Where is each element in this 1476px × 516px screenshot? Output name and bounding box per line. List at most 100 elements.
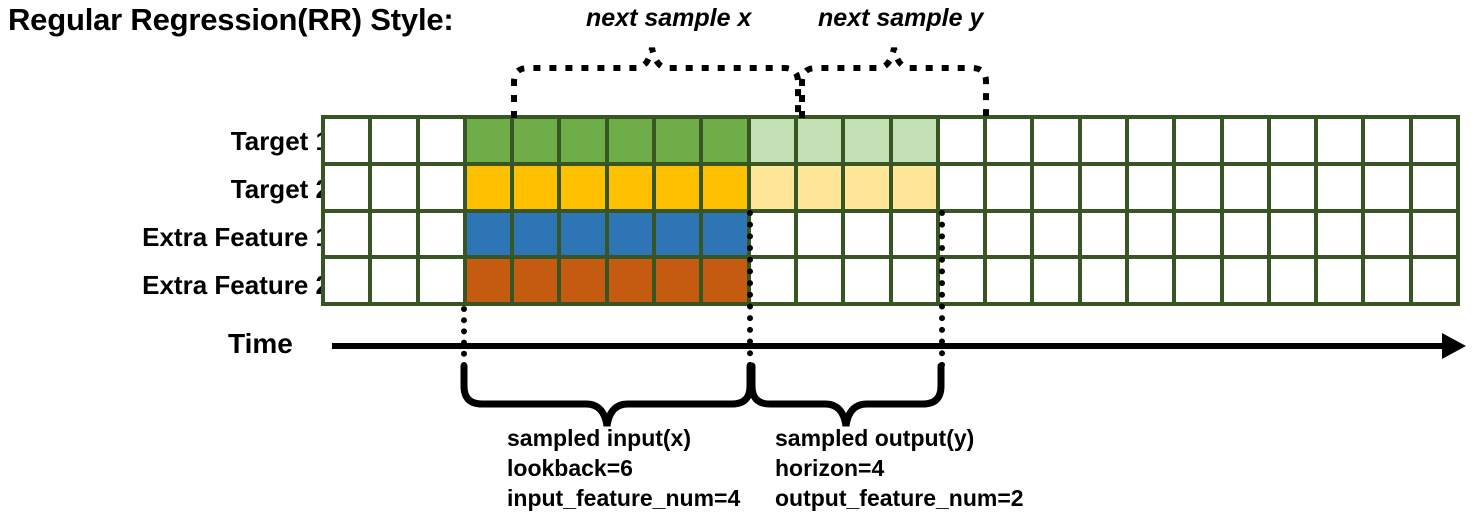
grid-cell-r2-c2 xyxy=(372,165,416,209)
grid-cell-r1-c20 xyxy=(1223,119,1267,162)
grid-cell-r4-c11 xyxy=(797,259,842,302)
grid-cell-r3-c12 xyxy=(845,212,889,256)
grid-cell-r3-c21 xyxy=(1270,212,1315,256)
row-label-extra-feature-2: Extra Feature 2 xyxy=(142,270,330,300)
timeseries-grid xyxy=(321,115,1460,306)
grid-cell-r4-c6 xyxy=(561,259,605,302)
grid-cell-r3-c4 xyxy=(466,212,511,256)
grid-cell-r3-c17 xyxy=(1081,212,1125,256)
grid-cell-r1-c17 xyxy=(1081,119,1125,162)
grid-cell-r2-c10 xyxy=(750,165,794,209)
caption-sampled-input-line-1: sampled input(x) xyxy=(507,425,692,451)
grid-cell-r1-c14 xyxy=(939,119,984,162)
caption-sampled-input-line-3: input_feature_num=4 xyxy=(507,484,741,511)
caption-next-sample-x: next sample x xyxy=(586,4,752,32)
grid-cell-r1-c10 xyxy=(750,119,794,162)
grid-cell-r3-c10 xyxy=(750,212,794,256)
grid-cell-r2-c16 xyxy=(1034,165,1078,209)
grid-cell-r3-c2 xyxy=(372,212,416,256)
page-title: Regular Regression(RR) Style: xyxy=(8,2,454,37)
grid-cell-r4-c4 xyxy=(466,259,511,302)
grid-cell-r1-c22 xyxy=(1318,119,1362,162)
grid-cell-r2-c22 xyxy=(1318,165,1362,209)
grid-cell-r2-c19 xyxy=(1176,165,1220,209)
grid-cell-r3-c6 xyxy=(561,212,605,256)
grid-cell-r4-c19 xyxy=(1176,259,1220,302)
grid-cell-r4-c14 xyxy=(939,259,984,302)
grid-cell-r2-c13 xyxy=(892,165,936,209)
grid-cell-r1-c11 xyxy=(797,119,842,162)
grid-cell-r2-c20 xyxy=(1223,165,1267,209)
grid-cell-r4-c12 xyxy=(845,259,889,302)
grid-cell-r4-c21 xyxy=(1270,259,1315,302)
grid-cell-r1-c3 xyxy=(419,119,463,162)
caption-sampled-output-line-2: horizon=4 xyxy=(775,454,885,481)
grid-cell-r3-c16 xyxy=(1034,212,1078,256)
grid-cell-r2-c15 xyxy=(987,165,1031,209)
grid-cell-r1-c4 xyxy=(466,119,511,162)
grid-cell-r4-c15 xyxy=(987,259,1031,302)
grid-cell-r3-c5 xyxy=(514,212,558,256)
grid-cell-r4-c8 xyxy=(656,259,700,302)
grid-cell-r3-c22 xyxy=(1318,212,1362,256)
grid-cell-r3-c19 xyxy=(1176,212,1220,256)
grid-cell-r2-c4 xyxy=(466,165,511,209)
grid-cell-r4-c1 xyxy=(325,259,369,302)
grid-cell-r1-c7 xyxy=(608,119,653,162)
grid-cell-r3-c8 xyxy=(656,212,700,256)
grid-cell-r1-c2 xyxy=(372,119,416,162)
row-label-target-1: Target 1 xyxy=(230,126,330,156)
bottom-braces xyxy=(460,362,945,427)
grid-cell-r3-c15 xyxy=(987,212,1031,256)
time-axis-line xyxy=(332,343,1458,349)
grid-cell-r1-c16 xyxy=(1034,119,1078,162)
grid-cell-r4-c24 xyxy=(1412,259,1456,302)
grid-cell-r3-c24 xyxy=(1412,212,1456,256)
grid-cell-r2-c6 xyxy=(561,165,605,209)
grid-cell-r4-c22 xyxy=(1318,259,1362,302)
grid-cell-r1-c8 xyxy=(656,119,700,162)
grid-cell-r2-c17 xyxy=(1081,165,1125,209)
right-arrow-icon xyxy=(1442,333,1466,359)
grid-cell-r2-c21 xyxy=(1270,165,1315,209)
grid-cell-r1-c5 xyxy=(514,119,558,162)
grid-cell-r3-c11 xyxy=(797,212,842,256)
grid-cell-r3-c1 xyxy=(325,212,369,256)
grid-cell-r1-c9 xyxy=(703,119,747,162)
divider-output-end xyxy=(939,210,945,368)
grid-cell-r1-c12 xyxy=(845,119,889,162)
divider-input-start xyxy=(461,306,467,368)
grid-cell-r2-c9 xyxy=(703,165,747,209)
grid-cell-r1-c19 xyxy=(1176,119,1220,162)
grid-cell-r3-c3 xyxy=(419,212,463,256)
divider-input-end xyxy=(747,210,753,368)
caption-sampled-output-line-1: sampled output(y) xyxy=(775,425,975,451)
grid-cell-r1-c23 xyxy=(1365,119,1409,162)
time-axis-label: Time xyxy=(228,328,293,359)
grid-cell-r4-c2 xyxy=(372,259,416,302)
row-label-target-2: Target 2 xyxy=(230,174,330,204)
top-braces xyxy=(511,47,989,118)
grid-cell-r2-c12 xyxy=(845,165,889,209)
grid-cell-r1-c1 xyxy=(325,119,369,162)
grid-cell-r4-c10 xyxy=(750,259,794,302)
grid-cell-r3-c14 xyxy=(939,212,984,256)
grid-cell-r2-c24 xyxy=(1412,165,1456,209)
grid-cell-r2-c3 xyxy=(419,165,463,209)
grid-cell-r3-c23 xyxy=(1365,212,1409,256)
grid-cell-r2-c18 xyxy=(1128,165,1173,209)
grid-cell-r4-c20 xyxy=(1223,259,1267,302)
caption-sampled-output-line-3: output_feature_num=2 xyxy=(775,484,1024,511)
caption-sampled-input: sampled input(x) lookback=6 input_featur… xyxy=(507,424,740,514)
grid-cell-r1-c21 xyxy=(1270,119,1315,162)
grid-cell-r4-c9 xyxy=(703,259,747,302)
caption-next-sample-y: next sample y xyxy=(818,4,984,32)
grid-cell-r2-c7 xyxy=(608,165,653,209)
grid-cell-r1-c18 xyxy=(1128,119,1173,162)
grid-cell-r2-c5 xyxy=(514,165,558,209)
grid-cell-r2-c14 xyxy=(939,165,984,209)
grid-cell-r1-c13 xyxy=(892,119,936,162)
grid-cell-r2-c23 xyxy=(1365,165,1409,209)
grid-cell-r2-c8 xyxy=(656,165,700,209)
grid-cell-r1-c24 xyxy=(1412,119,1456,162)
